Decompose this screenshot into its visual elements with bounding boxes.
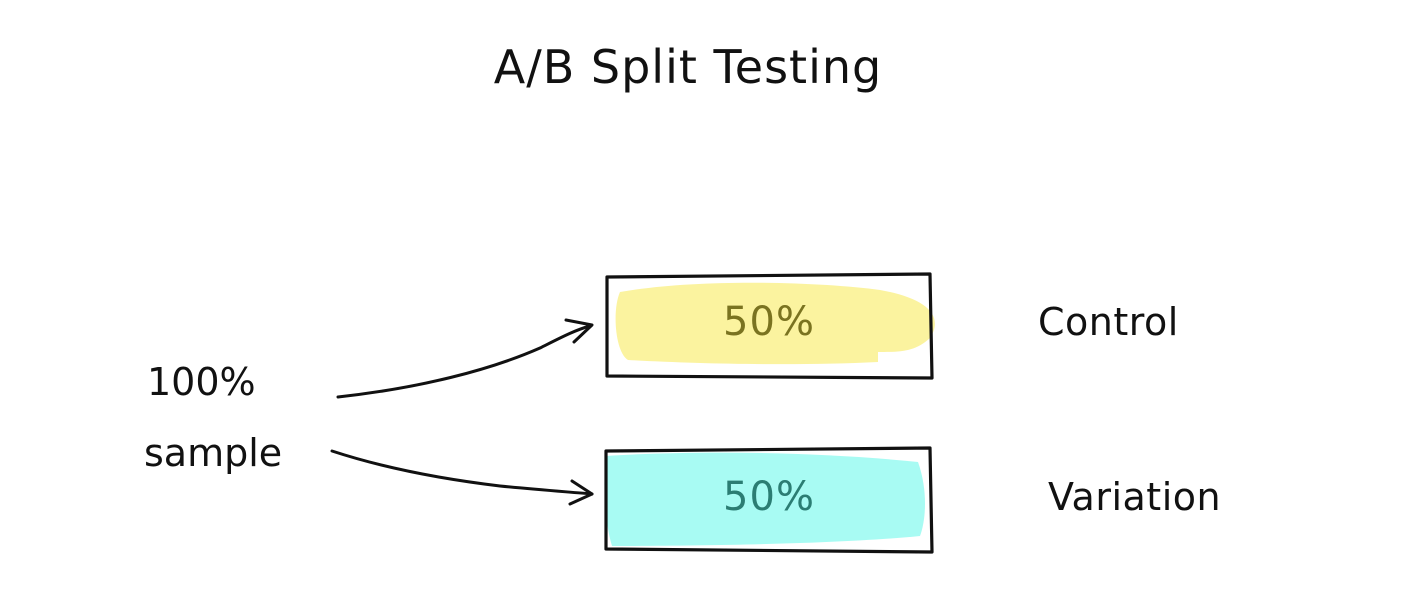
- variation-share-label: 50%: [723, 474, 815, 520]
- arrow-to-control: [336, 324, 592, 399]
- control-box-fill: [615, 282, 935, 365]
- control-box-border: [605, 272, 934, 380]
- control-group-label: Control: [1038, 300, 1179, 344]
- variation-group-label: Variation: [1048, 475, 1222, 519]
- control-share-label: 50%: [723, 299, 815, 345]
- arrowhead-variation: [568, 479, 594, 506]
- source-percent-label: 100%: [147, 360, 256, 404]
- diagram-title: A/B Split Testing: [493, 40, 883, 94]
- arrowhead-control: [564, 318, 594, 344]
- arrow-to-variation: [330, 449, 594, 496]
- variation-box-fill: [604, 452, 925, 546]
- variation-box-border: [604, 446, 934, 554]
- source-sample-label: sample: [144, 431, 283, 475]
